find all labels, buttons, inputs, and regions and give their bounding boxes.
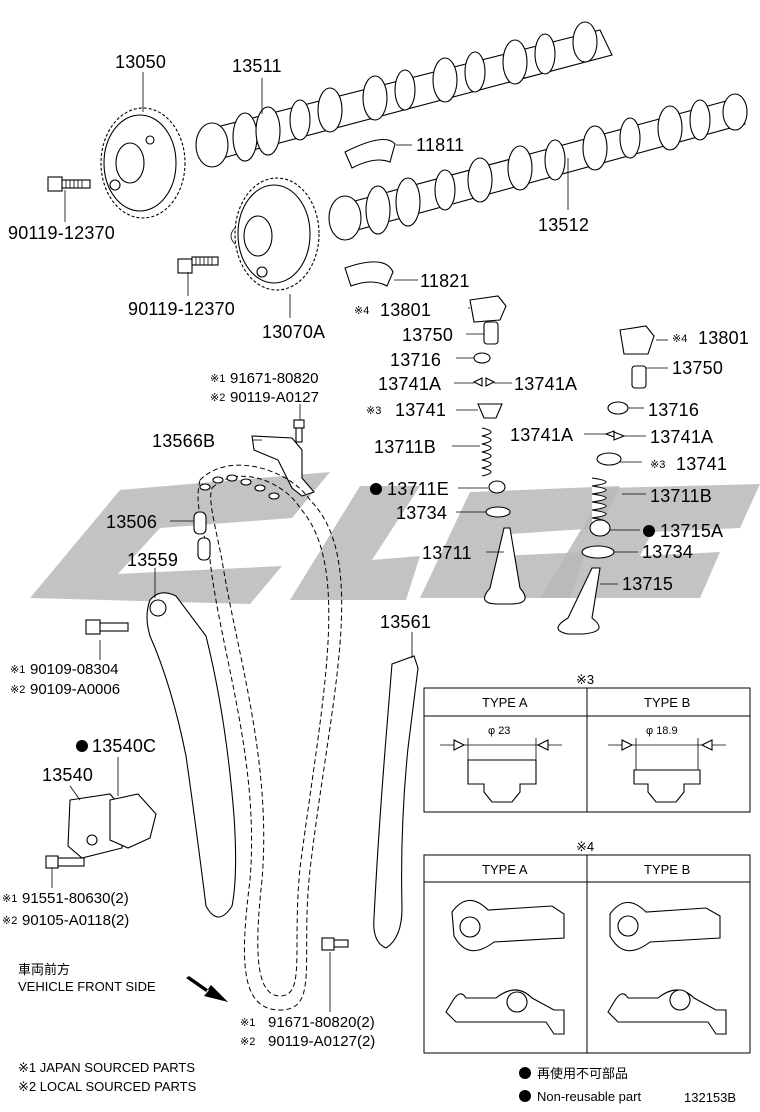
bolt-13559 (85, 619, 129, 635)
label-13734-right: 13734 (642, 542, 693, 562)
label-13801-left: 13801 (380, 300, 431, 320)
label-13512: 13512 (538, 215, 589, 235)
label-13741-left: 13741 (395, 400, 446, 420)
label-13540C: 13540C (92, 736, 156, 756)
legend-nonreusable-jp: 再使用不可部品 (537, 1066, 628, 1081)
label-13750-left: 13750 (402, 325, 453, 345)
bearing-11811 (344, 138, 396, 169)
figure-id: 132153B (684, 1090, 736, 1105)
label-13506: 13506 (106, 512, 157, 532)
mark2-guide: ※2 (10, 684, 25, 696)
mark1-guide: ※1 (10, 664, 25, 676)
label-13741-right: 13741 (676, 454, 727, 474)
bolt-13540 (45, 855, 85, 869)
mark4-right: ※4 (672, 333, 687, 345)
label-13566B: 13566B (152, 431, 215, 451)
label-13741A-right-2: 13741A (650, 427, 713, 447)
bearing-11821 (344, 261, 394, 287)
label-13734-left: 13734 (396, 503, 447, 523)
valvetrain-right (557, 325, 655, 635)
leader-lines (51, 72, 668, 1012)
label-13715: 13715 (622, 574, 673, 594)
front-side-en: VEHICLE FRONT SIDE (18, 979, 156, 994)
box4-type-b: TYPE B (644, 862, 690, 877)
footnote-japan-sourced: ※1 JAPAN SOURCED PARTS (18, 1060, 195, 1075)
chain-guide-13566B (251, 435, 315, 497)
label-13711E: 13711E (387, 479, 449, 499)
cam-sprocket-13050 (100, 107, 186, 219)
tensioner-arm-13559 (146, 592, 237, 918)
legend-nonreusable-en: Non-reusable part (537, 1089, 641, 1104)
label-bolt-guide-2: 90109-A0006 (30, 681, 120, 698)
box-type-4 (423, 854, 751, 1054)
label-90119-12370-a: 90119-12370 (8, 223, 115, 243)
label-13070A: 13070A (262, 322, 325, 342)
box3-title: ※3 (576, 672, 594, 687)
bolt-13566B (293, 419, 305, 443)
label-90119-12370-b: 90119-12370 (128, 299, 235, 319)
box-type-3 (423, 687, 751, 813)
bolt-13561 (321, 937, 349, 951)
label-13711B-left: 13711B (374, 437, 436, 457)
label-13741A-right-1: 13741A (510, 425, 573, 445)
label-13050: 13050 (115, 52, 166, 72)
cam-sprocket-13070A (230, 177, 320, 291)
tensioner-13540 (67, 793, 157, 859)
mark2-bottom: ※2 (240, 1036, 255, 1048)
legend-dot-1 (519, 1067, 531, 1079)
label-bolt-tensioner-1: 91551-80630(2) (22, 890, 129, 907)
sprocket-bolt-b (177, 256, 219, 274)
camshaft-13511 (195, 21, 613, 168)
label-13559: 13559 (127, 550, 178, 570)
label-13801-right: 13801 (698, 328, 749, 348)
chain-guide-13561 (373, 655, 419, 949)
mark2-tensioner: ※2 (2, 915, 17, 927)
sprocket-bolt-a (47, 176, 91, 192)
label-13561: 13561 (380, 612, 431, 632)
label-11811: 11811 (416, 135, 464, 155)
label-11821: 11821 (420, 271, 470, 291)
mark4-left: ※4 (354, 305, 369, 317)
label-13741A-left-2: 13741A (514, 374, 577, 394)
label-13715A: 13715A (660, 521, 723, 541)
label-bolt-tensioner-2: 90105-A0118(2) (22, 912, 129, 929)
part-labels: 13050 13511 11811 90119-12370 13512 9011… (2, 52, 749, 1105)
mark1-top: ※1 (210, 373, 225, 385)
label-13511: 13511 (232, 56, 282, 76)
label-bolt-bottom-2: 90119-A0127(2) (268, 1033, 375, 1050)
mark3-left: ※3 (366, 405, 381, 417)
camshaft-13512 (328, 93, 748, 241)
footnote-local-sourced: ※2 LOCAL SOURCED PARTS (18, 1079, 197, 1094)
mark1-bottom: ※1 (240, 1017, 255, 1029)
label-bolt-bottom-1: 91671-80820(2) (268, 1014, 375, 1031)
label-bolt-guide-1: 90109-08304 (30, 661, 118, 678)
mark2-top: ※2 (210, 392, 225, 404)
mark1-tensioner: ※1 (2, 893, 17, 905)
label-13750-right: 13750 (672, 358, 723, 378)
nonreusable-dot-13715A (643, 525, 655, 537)
label-bolt-top-1: 91671-80820 (230, 370, 318, 387)
box4-type-a: TYPE A (482, 862, 528, 877)
box3-type-a: TYPE A (482, 695, 528, 710)
box3-dim-a: φ 23 (488, 725, 510, 737)
label-13716-left: 13716 (390, 350, 441, 370)
timing-chain-13506 (193, 464, 343, 1011)
front-arrow-icon (186, 976, 228, 1002)
label-13716-right: 13716 (648, 400, 699, 420)
box4-title: ※4 (576, 839, 594, 854)
mark3-right: ※3 (650, 459, 665, 471)
label-13711B-right: 13711B (650, 486, 712, 506)
front-side-jp: 車両前方 (18, 962, 70, 977)
box3-dim-b: φ 18.9 (646, 725, 678, 737)
box3-type-b: TYPE B (644, 695, 690, 710)
label-13711: 13711 (422, 543, 472, 563)
legend-dot-2 (519, 1090, 531, 1102)
label-bolt-top-2: 90119-A0127 (230, 389, 319, 406)
nonreusable-dot-13540C (76, 740, 88, 752)
label-13540: 13540 (42, 765, 93, 785)
nonreusable-dot-13711E (370, 483, 382, 495)
label-13741A-left-1: 13741A (378, 374, 441, 394)
